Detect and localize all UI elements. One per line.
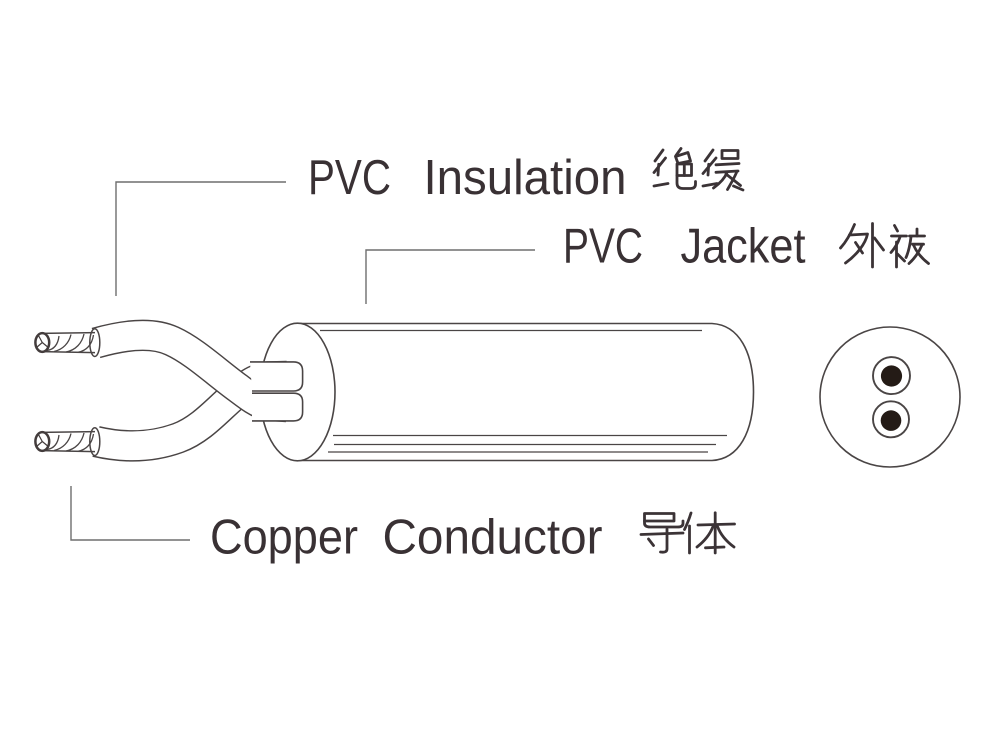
svg-text:Conductor: Conductor	[383, 511, 603, 565]
svg-text:Jacket: Jacket	[681, 220, 806, 274]
svg-text:Insulation: Insulation	[424, 151, 627, 205]
svg-text:Copper: Copper	[210, 511, 358, 565]
svg-text:PVC: PVC	[563, 220, 643, 274]
svg-text:PVC: PVC	[308, 151, 391, 205]
